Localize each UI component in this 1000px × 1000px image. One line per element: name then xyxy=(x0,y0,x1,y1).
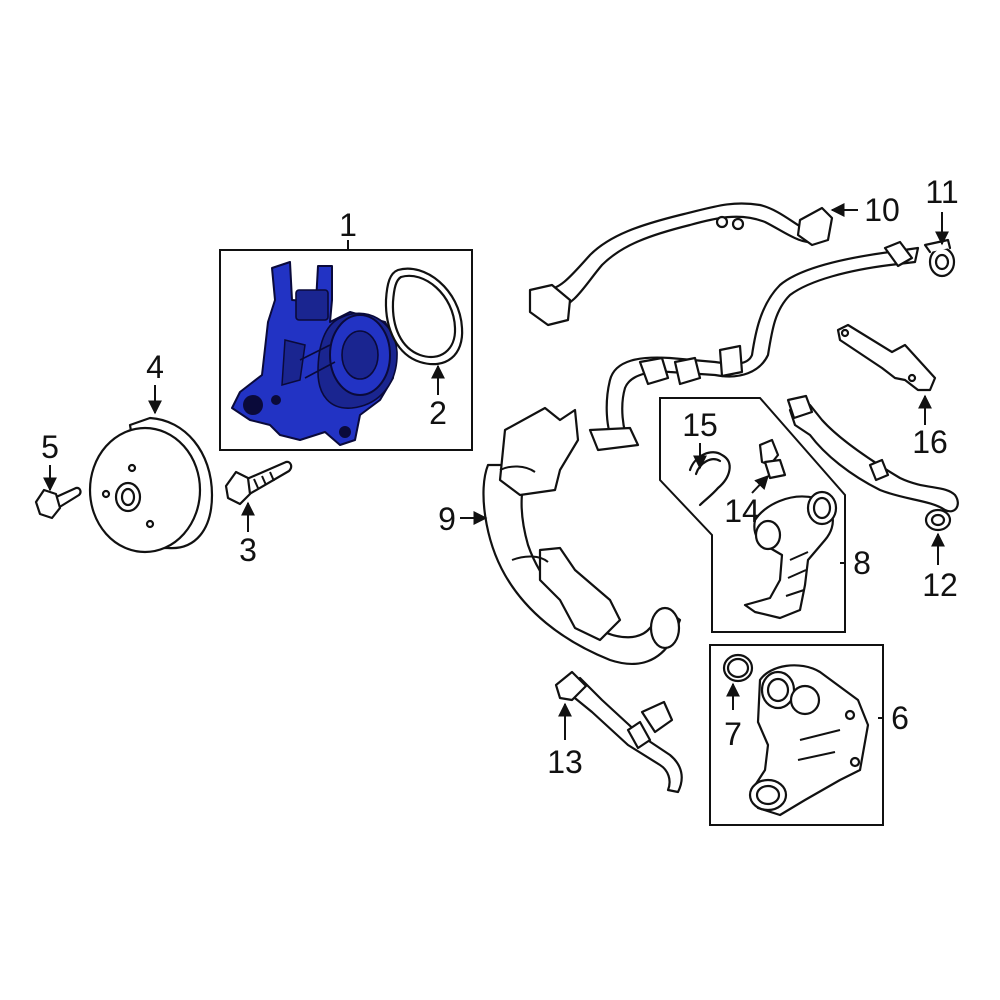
small-pipe-part[interactable] xyxy=(554,670,683,794)
callout-11: 11 xyxy=(925,174,958,210)
bracket-part[interactable] xyxy=(836,323,937,392)
o-ring-part[interactable] xyxy=(722,653,754,683)
water-pump-group-box xyxy=(219,249,473,451)
bolt-short-part[interactable] xyxy=(34,486,82,520)
callout-3: 3 xyxy=(239,532,257,568)
hose-lower-right-part[interactable] xyxy=(786,394,959,532)
outlet-housing-group-box xyxy=(659,397,846,633)
hose-long-part[interactable] xyxy=(588,240,920,452)
gasket-part[interactable] xyxy=(384,267,464,366)
sensor-part[interactable] xyxy=(758,438,787,480)
water-pump-part[interactable] xyxy=(231,261,398,446)
thermostat-group-box xyxy=(709,644,884,826)
hose-clamp-part[interactable] xyxy=(923,238,956,278)
callout-8: 8 xyxy=(853,545,871,581)
callout-7: 7 xyxy=(724,716,742,752)
bolt-long-part[interactable] xyxy=(224,460,293,506)
callout-13: 13 xyxy=(547,744,583,780)
leader-14 xyxy=(751,474,769,494)
callout-1: 1 xyxy=(339,207,357,243)
callout-10: 10 xyxy=(864,192,900,228)
outlet-housing-part[interactable] xyxy=(743,490,838,620)
callout-4: 4 xyxy=(146,349,164,385)
callout-5: 5 xyxy=(41,429,59,465)
callout-6: 6 xyxy=(891,700,909,736)
hose-upper-part[interactable] xyxy=(528,202,834,327)
pulley-part[interactable] xyxy=(88,416,214,554)
thermostat-housing-part[interactable] xyxy=(748,664,870,817)
callout-14: 14 xyxy=(724,493,760,529)
callout-9: 9 xyxy=(438,501,456,537)
callout-12: 12 xyxy=(922,567,958,603)
callout-15: 15 xyxy=(682,407,718,443)
callout-2: 2 xyxy=(429,395,447,431)
coolant-pipe-part[interactable] xyxy=(482,406,682,665)
callout-16: 16 xyxy=(912,424,948,460)
